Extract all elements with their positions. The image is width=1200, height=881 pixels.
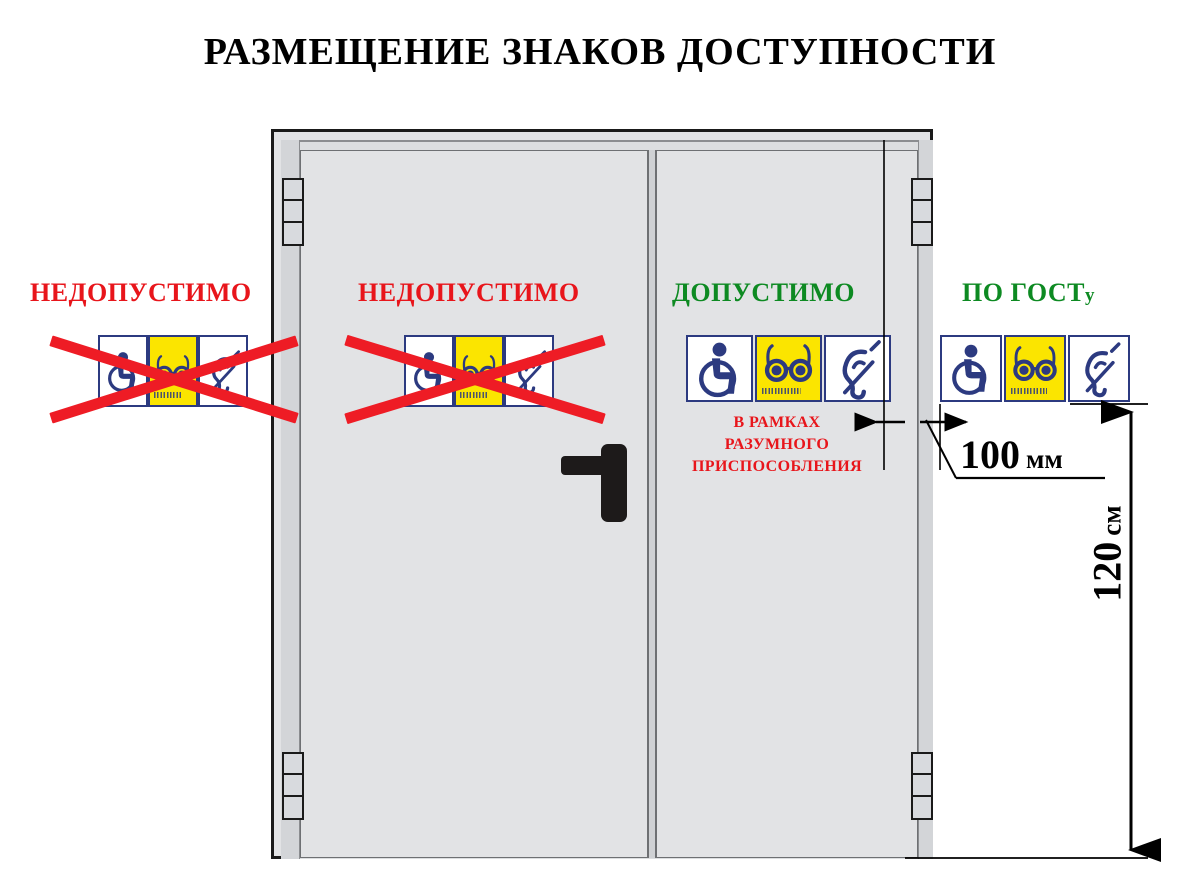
note-line-2: РАЗУМНОГО xyxy=(724,436,830,453)
door-hinge-right-bottom xyxy=(911,752,933,820)
ear-icon xyxy=(842,340,881,400)
label-gost: ПО ГОСТу xyxy=(962,278,1095,308)
door-jamb-right xyxy=(918,140,933,859)
wheelchair-icon xyxy=(699,342,737,398)
braille-text xyxy=(459,392,489,402)
dimension-100mm-value: 100 xyxy=(960,432,1020,477)
braille-text xyxy=(153,392,183,402)
label-forbidden-1: НЕДОПУСТИМО xyxy=(30,278,252,307)
dimension-100mm-unit: мм xyxy=(1026,444,1063,474)
label-gost-suffix: у xyxy=(1085,285,1096,306)
sign-tile-wheelchair xyxy=(686,335,753,402)
sign-tile-low-vision xyxy=(755,335,822,402)
braille-text xyxy=(1010,388,1047,397)
door-mullion xyxy=(648,150,656,858)
prohibition-cross-1 xyxy=(45,333,303,424)
sign-group-allowed xyxy=(686,335,891,402)
dimension-120cm-value: 120 xyxy=(1084,541,1130,602)
page-title: РАЗМЕЩЕНИЕ ЗНАКОВ ДОСТУПНОСТИ xyxy=(203,31,997,73)
door-hinge-right-top xyxy=(911,178,933,246)
note-line-3: ПРИСПОСОБЛЕНИЯ xyxy=(691,458,863,475)
note-line-1: В РАМКАХ xyxy=(733,414,821,431)
label-allowed: ДОПУСТИМО xyxy=(672,278,856,307)
door-handle-lever xyxy=(561,456,613,475)
label-forbidden-2: НЕДОПУСТИМО xyxy=(358,278,580,307)
door-hinge-left-bottom xyxy=(282,752,304,820)
dimension-120cm: 120 см xyxy=(1084,505,1131,601)
braille-text xyxy=(762,388,802,397)
sign-tile-hearing xyxy=(824,335,891,402)
wheelchair-icon xyxy=(952,344,987,395)
prohibition-cross-2 xyxy=(340,333,610,425)
dimension-120cm-unit: см xyxy=(1096,505,1127,536)
sign-tile-hearing xyxy=(1068,335,1130,402)
door-handle-base xyxy=(601,444,627,522)
door-hinge-left-top xyxy=(282,178,304,246)
door-leaf-right xyxy=(656,150,918,858)
door-jamb-left xyxy=(281,140,300,859)
sign-group-gost xyxy=(940,335,1130,402)
glasses-icon xyxy=(764,344,813,383)
sign-tile-wheelchair xyxy=(940,335,1002,402)
ear-icon xyxy=(1085,342,1121,398)
sign-tile-low-vision xyxy=(1004,335,1066,402)
label-gost-main: ПО ГОСТ xyxy=(962,278,1086,307)
glasses-icon xyxy=(1013,346,1057,381)
door-leaf-left xyxy=(300,150,648,858)
